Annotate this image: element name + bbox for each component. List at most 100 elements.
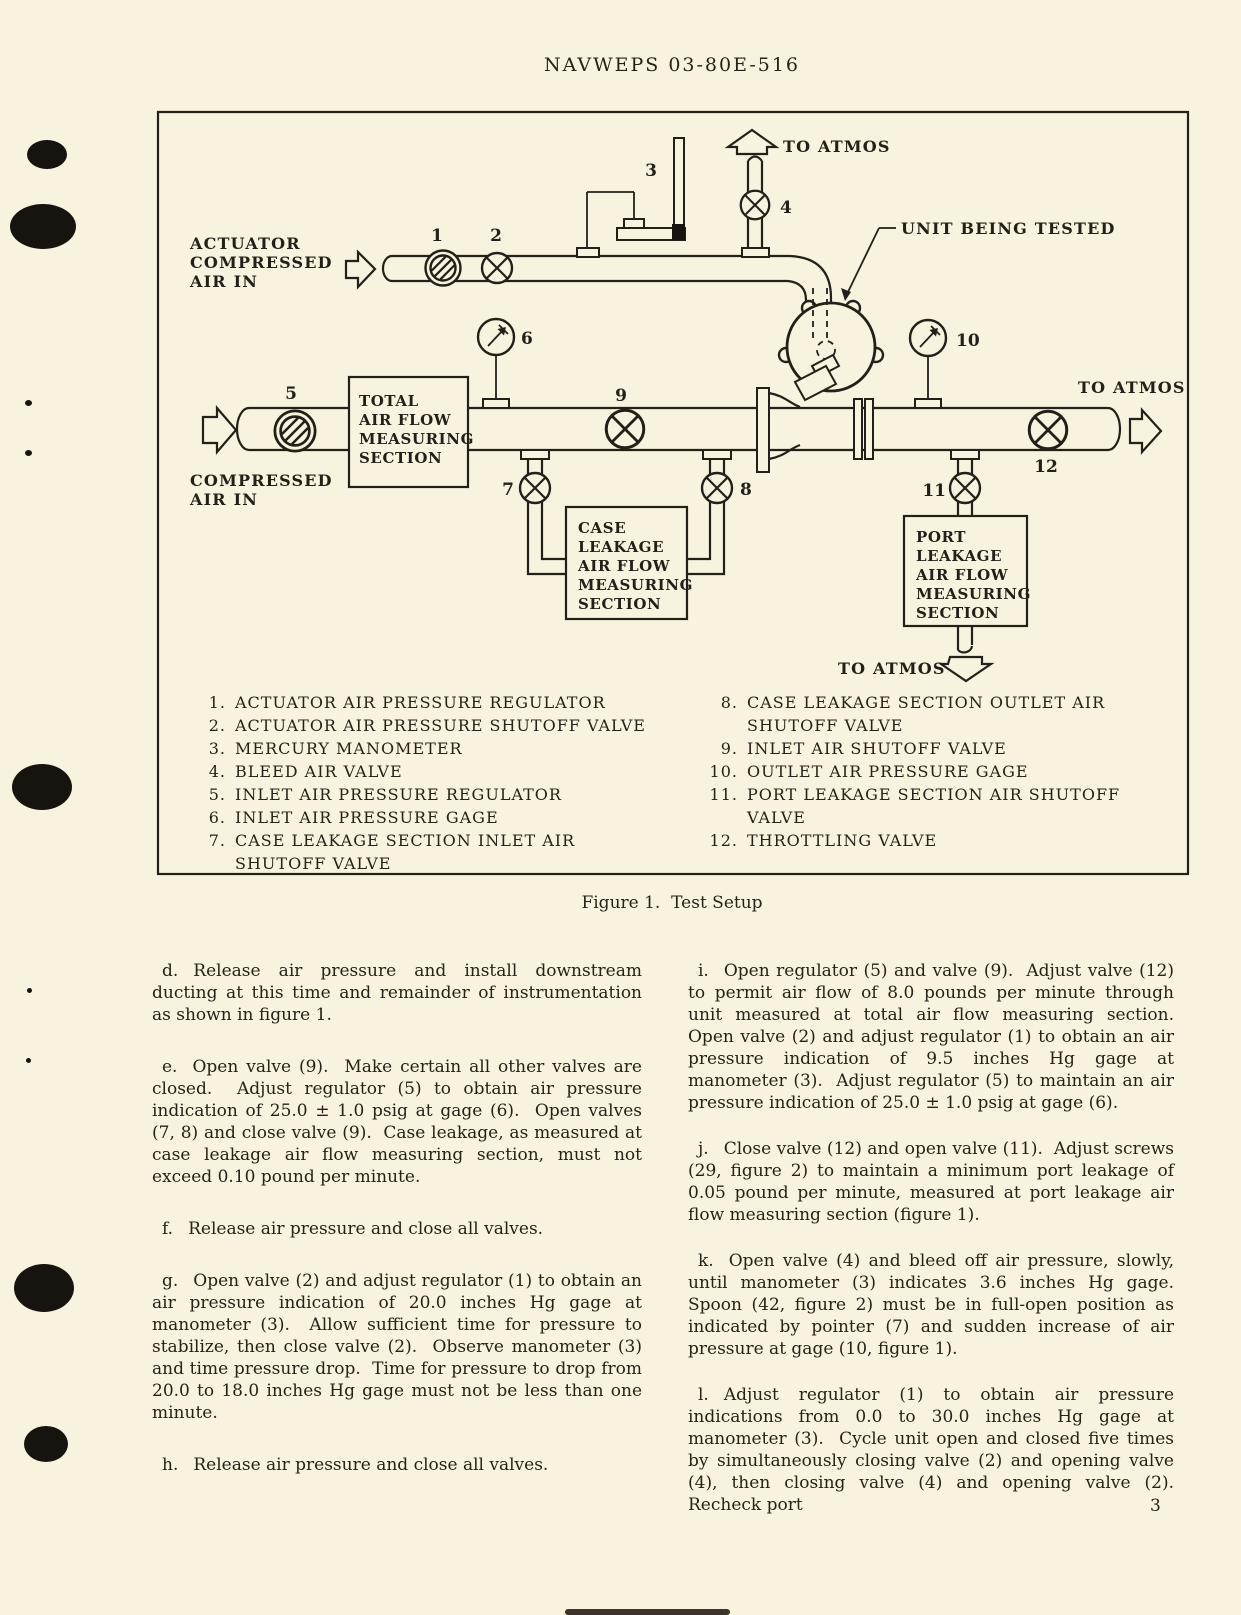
compressed-air-in-arrow-icon [201,405,238,455]
legend-text: INLET AIR PRESSURE GAGE [235,808,499,827]
paragraph-d: d.Release air pressure and install downs… [152,960,642,1026]
punch-hole-5 [24,1426,68,1462]
legend-num: 9. [720,739,738,758]
legend-text: PORT LEAKAGE SECTION AIR SHUTOFF VALVE [747,785,1121,827]
case-leakage-branch-pipes [520,449,732,576]
legend-text: CASE LEAKAGE SECTION INLET AIR SHUTOFF V… [235,831,576,873]
legend-num: 4. [208,762,226,781]
body-column-left: d.Release air pressure and install downs… [152,960,642,1506]
legend-num: 3. [208,739,226,758]
paragraph-text: Release air pressure and close all valve… [188,1219,544,1239]
legend-item-10: 10.OUTLET AIR PRESSURE GAGE [700,760,1122,783]
legend-num: 7. [208,831,226,850]
svg-text:COMPRESSED: COMPRESSED [190,253,333,272]
valve-11-symbol [948,471,982,505]
actuator-air-in-label: ACTUATOR COMPRESSED AIR IN [189,234,333,291]
gauge-10-symbol [908,318,948,358]
svg-text:LEAKAGE: LEAKAGE [578,538,664,556]
paragraph-label: h. [162,1455,179,1475]
callout-6: 6 [521,329,533,349]
to-atmos-down-arrow-icon [937,655,995,683]
gauge-stems [482,356,942,409]
valve-2-symbol [480,251,514,285]
legend-text: THROTTLING VALVE [747,831,938,850]
to-atmos-right-arrow-icon [1128,407,1163,455]
legend-item-7: 7. CASE LEAKAGE SECTION INLET AIR SHUTOFF… [188,829,647,875]
test-setup-diagram: TOTAL AIR FLOW MEASURING SECTION CASE LE… [156,110,1190,876]
legend-item-4: 4. BLEED AIR VALVE [188,760,647,783]
svg-text:AIR FLOW: AIR FLOW [915,566,1009,584]
to-atmos-right-label: TO ATMOS [1078,378,1186,397]
callout-12: 12 [1034,457,1058,477]
paragraph-text: Open valve (9). Make certain all other v… [152,1057,648,1187]
mercury-manometer [576,137,686,258]
legend-item-9: 9. INLET AIR SHUTOFF VALVE [700,737,1122,760]
figure-caption: Figure 1. Test Setup [581,893,763,913]
valve-8-symbol [700,471,734,505]
paragraph-label: j. [698,1139,709,1159]
paragraph-text: Release air pressure and install downstr… [152,961,648,1025]
legend-item-8: 8.CASE LEAKAGE SECTION OUTLET AIR SHUTOF… [700,691,1122,737]
legend-text: BLEED AIR VALVE [235,762,403,781]
legend-num: 2. [208,716,226,735]
figure-legend-right: 8.CASE LEAKAGE SECTION OUTLET AIR SHUTOF… [700,691,1122,852]
svg-text:AIR IN: AIR IN [189,272,258,291]
svg-text:AIR IN: AIR IN [189,490,258,509]
legend-num: 1. [208,693,226,712]
legend-text: INLET AIR PRESSURE REGULATOR [235,785,562,804]
legend-num: 6. [208,808,226,827]
paragraph-text: Open valve (4) and bleed off air pressur… [688,1251,1185,1359]
scan-artifact [565,1609,730,1615]
case-leakage-box: CASE LEAKAGE AIR FLOW MEASURING SECTION [564,505,692,621]
callout-5: 5 [285,384,297,404]
figure-legend-left: 1. ACTUATOR AIR PRESSURE REGULATOR 2. ACTU… [188,691,647,875]
callout-9: 9 [615,386,627,406]
svg-text:PORT: PORT [916,528,966,546]
paragraph-text: Release air pressure and close all valve… [193,1455,549,1475]
valve-12-symbol [1027,409,1069,451]
total-air-flow-box: TOTAL AIR FLOW MEASURING SECTION [347,375,474,489]
paragraph-l: l.Adjust regulator (1) to obtain air pre… [688,1384,1174,1516]
valve-9-symbol [604,408,646,450]
svg-text:SECTION: SECTION [359,449,442,467]
paragraph-text: Open regulator (5) and valve (9). Adjust… [688,961,1185,1113]
paragraph-text: Open valve (2) and adjust regulator (1) … [152,1271,648,1423]
paragraph-label: l. [698,1385,709,1405]
paragraph-label: e. [162,1057,178,1077]
page-number: 3 [1150,1496,1161,1516]
punch-hole-2 [10,204,76,249]
svg-text:ACTUATOR: ACTUATOR [189,234,301,253]
legend-text: MERCURY MANOMETER [235,739,463,758]
speck-3 [27,988,32,993]
legend-num: 8. [720,693,738,712]
doc-number: NAVWEPS 03-80E-516 [543,54,801,76]
legend-text: INLET AIR SHUTOFF VALVE [747,739,1007,758]
gauge-6-symbol [476,317,516,357]
svg-text:MEASURING: MEASURING [359,430,474,448]
paragraph-label: g. [162,1271,179,1291]
legend-item-2: 2. ACTUATOR AIR PRESSURE SHUTOFF VALVE [188,714,647,737]
compressed-air-in-label: COMPRESSED AIR IN [189,471,332,509]
legend-text: ACTUATOR AIR PRESSURE REGULATOR [235,693,606,712]
unit-under-test [756,288,885,473]
legend-num: 10. [709,762,738,781]
svg-text:AIR FLOW: AIR FLOW [358,411,452,429]
paragraph-j: j.Close valve (12) and open valve (11). … [688,1138,1174,1226]
speck-2 [25,450,32,456]
callout-8: 8 [740,480,752,500]
paragraph-label: d. [162,961,179,981]
legend-num: 5. [208,785,226,804]
actuator-air-in-arrow-icon [344,249,377,290]
valve-7-symbol [518,471,552,505]
paragraph-k: k.Open valve (4) and bleed off air press… [688,1250,1174,1360]
to-atmos-bottom-label: TO ATMOS [838,659,946,678]
paragraph-h: h. Release air pressure and close all val… [152,1454,642,1476]
legend-text: ACTUATOR AIR PRESSURE SHUTOFF VALVE [235,716,646,735]
svg-text:AIR FLOW: AIR FLOW [577,557,671,575]
legend-item-3: 3. MERCURY MANOMETER [188,737,647,760]
legend-item-5: 5. INLET AIR PRESSURE REGULATOR [188,783,647,806]
paragraph-f: f.Release air pressure and close all val… [152,1218,642,1240]
legend-num: 12. [709,831,738,850]
paragraph-text: Close valve (12) and open valve (11). Ad… [688,1139,1180,1225]
